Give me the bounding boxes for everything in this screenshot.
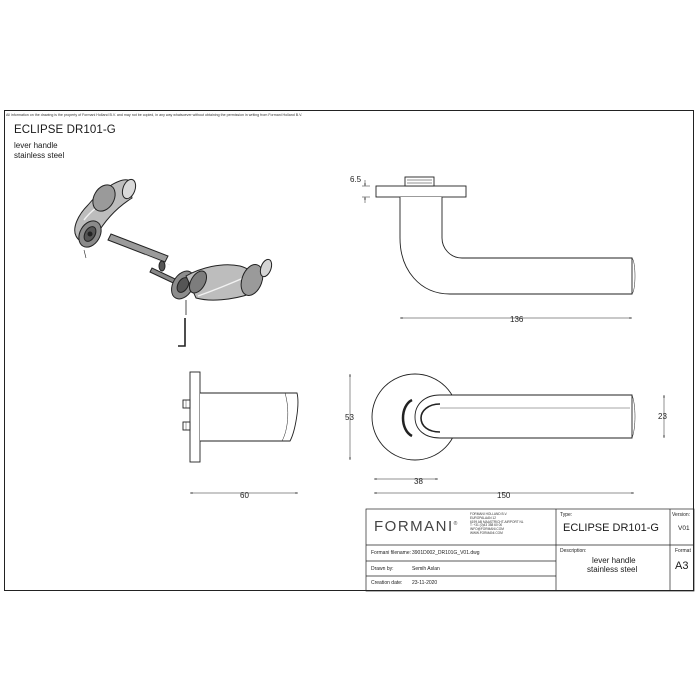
drawing-title: ECLIPSE DR101-G <box>14 124 116 136</box>
drawn-by-value: Semih Aslan <box>412 566 440 572</box>
drawing-subtitle-material: stainless steel <box>14 151 65 160</box>
dim-6-5-label: 6.5 <box>350 175 362 184</box>
dim-60-label: 60 <box>240 491 249 500</box>
filename-value: 3901D002_DR101G_V01.dwg <box>412 550 480 556</box>
drawing-subtitle-product: lever handle <box>14 141 58 150</box>
description-line-1: lever handle <box>592 556 636 565</box>
version-value: V01 <box>678 525 690 532</box>
company-address: FORMANI HOLLAND B.V. EUROPALAAN 12 6199 … <box>470 512 524 535</box>
dim-150-label: 150 <box>497 491 511 500</box>
type-label: Type: <box>560 512 573 518</box>
dim-38-label: 38 <box>414 477 423 486</box>
title-block-grid <box>365 508 695 592</box>
type-value: ECLIPSE DR101-G <box>563 522 659 534</box>
dim-23-label: 23 <box>658 412 667 421</box>
drawing-sheet-border <box>4 110 694 591</box>
description-label: Description: <box>560 548 587 554</box>
front-view <box>349 373 665 494</box>
dim-53-label: 53 <box>345 413 354 422</box>
side-view <box>182 371 299 494</box>
format-label: Format <box>675 548 691 554</box>
format-value: A3 <box>675 560 689 572</box>
version-label: Version: <box>672 512 691 518</box>
top-view <box>362 176 636 319</box>
exploded-view <box>74 178 273 347</box>
dim-136-label: 136 <box>510 315 524 324</box>
creation-date-value: 23-11-2020 <box>412 580 438 586</box>
filename-label: Formani filename: <box>371 550 412 556</box>
description-line-2: stainless steel <box>587 565 638 574</box>
formani-logo: FORMANI® <box>374 518 459 535</box>
drawn-by-label: Drawn by: <box>371 566 394 572</box>
creation-date-label: Creation date: <box>371 580 403 586</box>
copyright-disclaimer: All information on the drawing is the pr… <box>6 113 303 117</box>
